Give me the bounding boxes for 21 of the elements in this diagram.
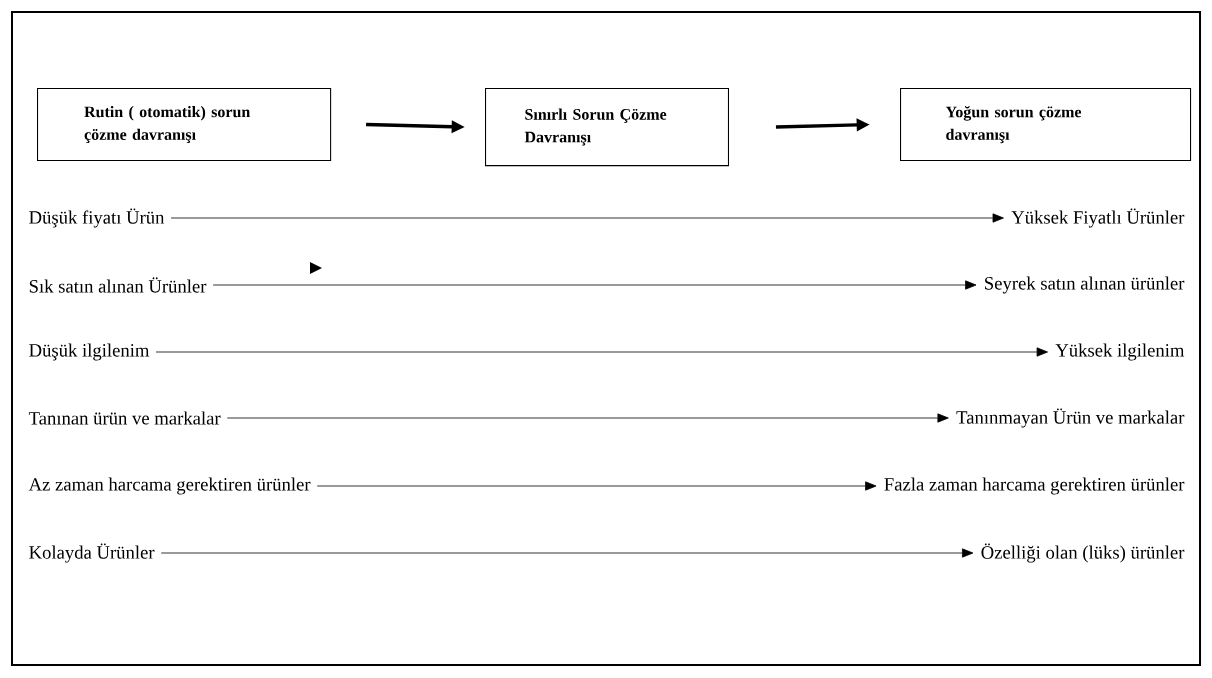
row-label: Seyrek satın alınan ürünler bbox=[985, 276, 1185, 294]
arrow bbox=[212, 280, 977, 290]
arrow bbox=[316, 481, 877, 491]
row-label: Kolayda Ürünler bbox=[29, 543, 155, 563]
row-label: Tanınan ürün ve markalar bbox=[28, 411, 221, 425]
arrow bbox=[155, 347, 1048, 357]
stage-box: Rutin ( otomatik) sorun çözme davranışı bbox=[37, 88, 332, 162]
row-label: Yüksek Fiyatlı Ürünler bbox=[1011, 208, 1185, 228]
stage-box: Yoğun sorun çözme davranışı bbox=[900, 88, 1192, 162]
arrow bbox=[170, 213, 1004, 223]
row-label: Özelliği olan (lüks) ürünler bbox=[981, 543, 1185, 563]
row-label: Yüksek ilgilenim bbox=[1055, 343, 1185, 361]
row-label: Tanınmayan Ürün ve markalar bbox=[956, 408, 1185, 428]
row-label: Sık satın alınan Ürünler bbox=[29, 277, 207, 293]
row-label: Düşük ilgilenim bbox=[29, 343, 150, 361]
row-label: Fazla zaman harcama gerektiren ürünler bbox=[884, 477, 1185, 495]
arrow bbox=[160, 548, 974, 558]
row-label: Düşük fiyatı Ürün bbox=[29, 208, 165, 228]
row-label: Az zaman harcama gerektiren ürünler bbox=[28, 477, 311, 495]
stage-box: Sınırlı Sorun Çözme Davranışı bbox=[485, 88, 729, 167]
arrow bbox=[226, 413, 949, 423]
